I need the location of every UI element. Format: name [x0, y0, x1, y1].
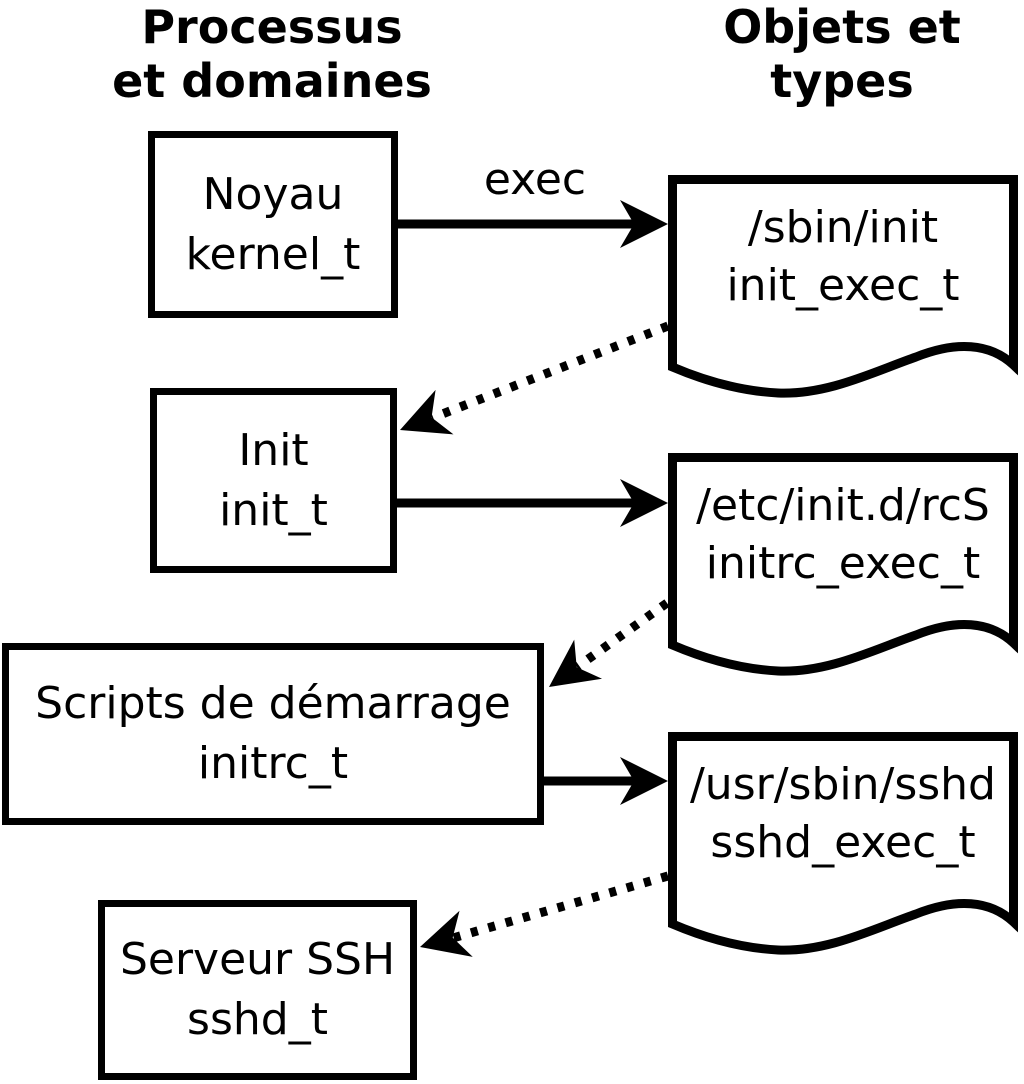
process-name: Scripts de démarrage: [35, 678, 511, 729]
document-outline-icon: [668, 732, 1018, 955]
process-box-sshd: Serveur SSH sshd_t: [98, 900, 417, 1080]
object-file-path: /sbin/init: [747, 202, 939, 253]
column-header-processes-line2: et domaines: [112, 54, 432, 108]
column-header-processes: Processus et domaines: [72, 0, 472, 108]
process-domain-type: kernel_t: [185, 228, 361, 280]
process-domain-type: sshd_t: [187, 994, 328, 1045]
process-domain-type: init_t: [219, 484, 328, 536]
object-file-type: init_exec_t: [726, 260, 960, 311]
object-doc-sshd-exec: /usr/sbin/sshd sshd_exec_t: [668, 732, 1018, 957]
process-box-initrc: Scripts de démarrage initrc_t: [2, 643, 544, 825]
object-doc-init-exec: /sbin/init init_exec_t: [668, 175, 1018, 400]
document-outline-icon: [668, 453, 1018, 676]
column-header-objects-line1: Objets et: [723, 0, 961, 54]
exec-arrow-label: exec: [483, 154, 587, 205]
column-header-objects: Objets et types: [642, 0, 1024, 108]
process-box-kernel: Noyau kernel_t: [148, 131, 398, 318]
object-file-path: /etc/init.d/rcS: [696, 480, 990, 531]
object-file-type: sshd_exec_t: [710, 817, 976, 868]
object-doc-initrc-exec: /etc/init.d/rcS initrc_exec_t: [668, 453, 1018, 678]
object-doc-text: /etc/init.d/rcS initrc_exec_t: [668, 477, 1018, 593]
exec-arrow-initrc-to-sshd: [544, 757, 668, 805]
object-file-path: /usr/sbin/sshd: [689, 759, 996, 810]
column-header-processes-line1: Processus: [141, 0, 403, 54]
process-name: Noyau: [202, 168, 344, 220]
transition-arrow-initrcexec-to-initrc: [549, 599, 670, 687]
column-header-objects-line2: types: [770, 54, 914, 108]
object-doc-text: /usr/sbin/sshd sshd_exec_t: [668, 756, 1018, 872]
exec-arrow-kernel-to-sbininit: [398, 200, 668, 248]
process-name: Init: [238, 424, 309, 476]
process-domain-type: initrc_t: [197, 738, 349, 789]
process-box-init: Init init_t: [150, 388, 397, 573]
document-outline-icon: [668, 175, 1018, 398]
object-doc-text: /sbin/init init_exec_t: [668, 199, 1018, 315]
transition-arrow-initexec-to-init: [400, 321, 670, 435]
transition-arrow-sshdexec-to-sshd: [420, 871, 670, 957]
exec-arrow-init-to-rcs: [397, 479, 668, 527]
object-file-type: initrc_exec_t: [705, 538, 981, 589]
process-name: Serveur SSH: [119, 934, 396, 985]
